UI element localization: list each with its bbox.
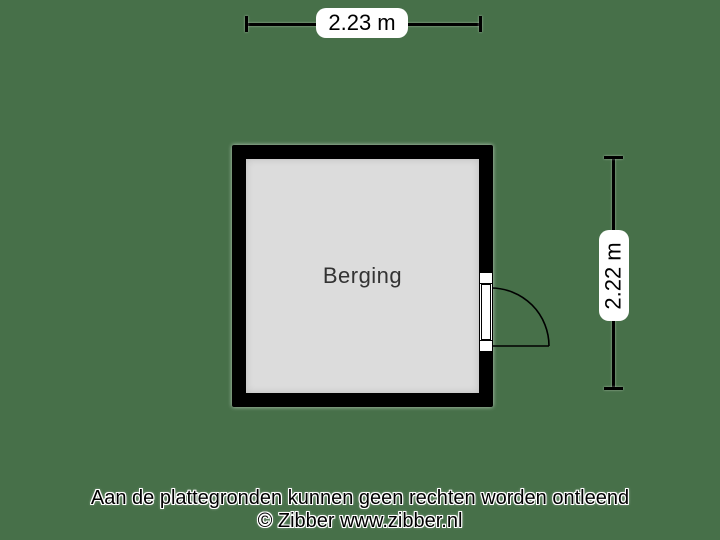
door-jamb-top [479,272,493,284]
height-dimension-tick-bottom [604,387,623,390]
copyright-text: © Zibber www.zibber.nl [257,510,463,532]
width-dimension-tick-right [479,16,482,32]
width-dimension-label: 2.23 m [316,8,408,38]
footer: Aan de plattegronden kunnen geen rechten… [0,487,720,533]
width-dimension-tick-left [245,16,248,32]
width-dimension-value: 2.23 m [328,10,396,35]
disclaimer-text: Aan de plattegronden kunnen geen rechten… [90,487,630,509]
height-dimension-tick-top [604,156,623,159]
room-label: Berging [322,263,403,288]
door-swing-icon [490,287,550,347]
room-floor: Berging [246,159,479,393]
door-jamb-bottom [479,340,493,352]
height-dimension-label: 2.22 m [599,230,629,321]
height-dimension-value: 2.22 m [601,241,627,310]
door-panel [481,284,491,340]
